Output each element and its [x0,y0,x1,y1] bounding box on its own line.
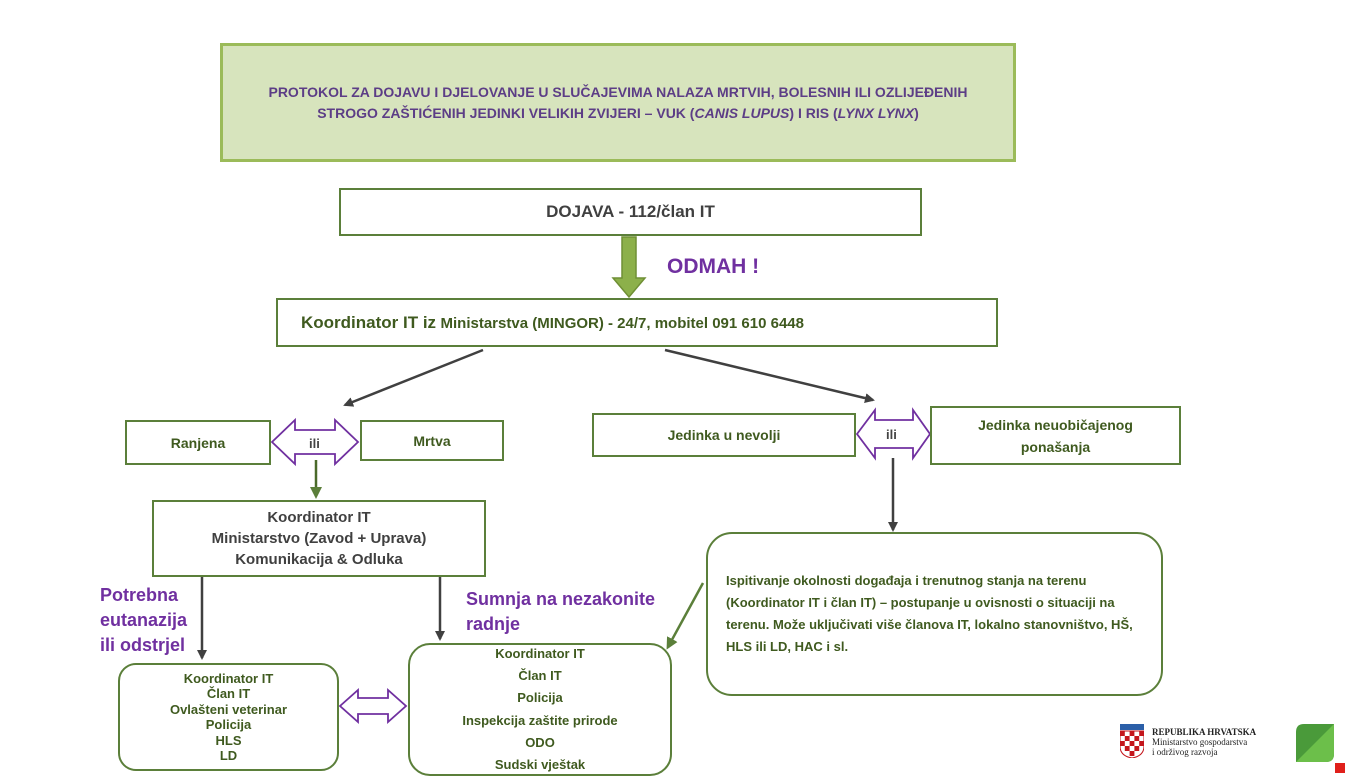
ili-left-label: ili [309,436,320,451]
dojava-text: DOJAVA - 112/član IT [546,202,715,221]
odmah-label: ODMAH ! [667,255,760,278]
dojava-box: DOJAVA - 112/član IT [339,188,922,236]
ili-right-label: ili [886,427,897,442]
ministry-footer-text: REPUBLIKA HRVATSKA Ministarstvo gospodar… [1152,727,1257,757]
arrow-ispitivanje-to-sumnja [666,582,705,650]
ministry-box: Koordinator IT Ministarstvo (Zavod + Upr… [152,500,486,577]
ili-double-arrow-left [270,417,360,467]
eutanazija-label: Potrebna eutanazija ili odstrjel [100,585,188,655]
koordinator-detail: Ministarstva (MINGOR) - 24/7, mobitel 09… [440,314,804,332]
red-square-icon [1335,763,1345,773]
sumnja-box: Koordinator IT Član IT Policija Inspekci… [408,643,672,776]
neobicno-box: Jedinka neuobičajenog ponašanja [930,406,1181,465]
title-text: PROTOKOL ZA DOJAVU I DJELOVANJE U SLUČAJ… [268,83,968,121]
green-leaf-logo-icon [1296,724,1334,762]
mrtva-box: Mrtva [360,420,504,461]
sumnja-label: Sumnja na nezakonite radnje [466,589,656,634]
ranjena-box: Ranjena [125,420,271,465]
koordinator-main: Koordinator IT iz [301,312,437,332]
odmah-arrow [611,236,647,299]
arrow-to-left-branch [343,348,484,407]
bottom-double-arrow [338,687,408,725]
croatia-coat-of-arms-icon [1119,724,1145,759]
eutanazija-box: Koordinator IT Član IT Ovlašteni veterin… [118,663,339,771]
koordinator-box: Koordinator IT iz Ministarstva (MINGOR) … [276,298,998,347]
ispitivanje-box: Ispitivanje okolnosti događaja i trenutn… [706,532,1163,696]
title-box: PROTOKOL ZA DOJAVU I DJELOVANJE U SLUČAJ… [220,43,1016,162]
nevolja-box: Jedinka u nevolji [592,413,856,457]
arrow-to-right-branch [664,348,875,403]
